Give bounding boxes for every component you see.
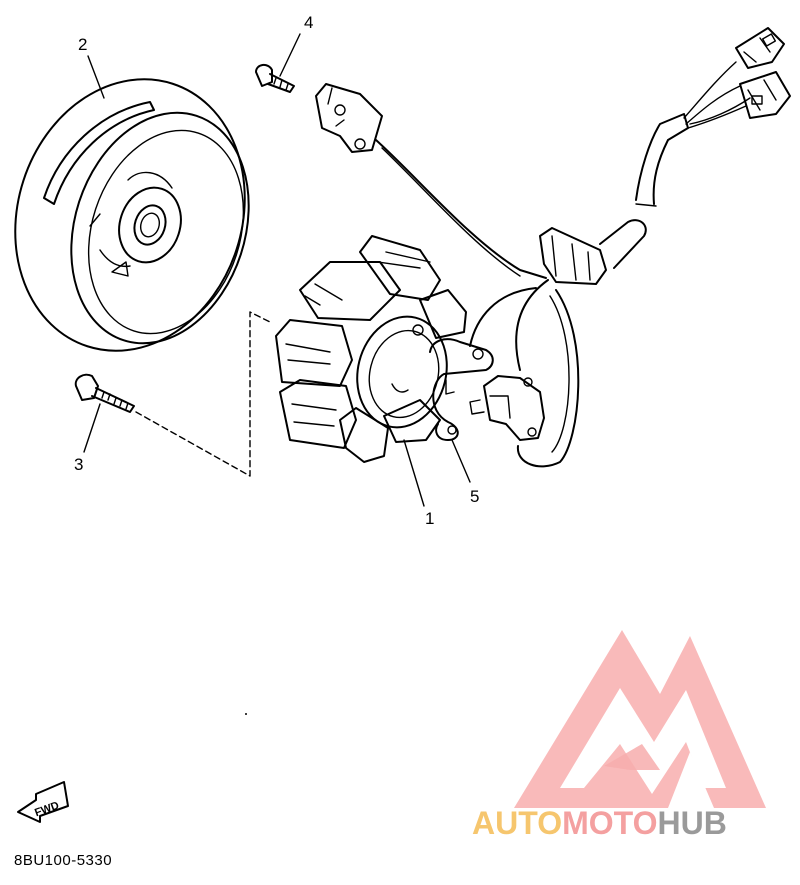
stator-bolt bbox=[255, 64, 295, 93]
rotor-screw bbox=[74, 373, 135, 413]
watermark-text: AUTOMOTOHUB bbox=[472, 805, 727, 841]
callout-2: 2 bbox=[78, 35, 87, 54]
callout-1: 1 bbox=[425, 509, 434, 528]
coupler-upper bbox=[735, 27, 785, 69]
assembly-guide-lines bbox=[135, 311, 271, 477]
pickup-coil-lower bbox=[469, 375, 545, 441]
stator-assembly bbox=[275, 235, 494, 463]
fwd-label: FWD bbox=[33, 800, 61, 820]
leader-lines bbox=[83, 33, 471, 507]
watermark-auto: AUTO bbox=[472, 805, 562, 841]
callout-4: 4 bbox=[304, 13, 313, 32]
drawing-code: 8BU100-5330 bbox=[14, 852, 113, 869]
fwd-arrow-icon: FWD bbox=[17, 781, 69, 823]
automotohub-logo bbox=[514, 630, 766, 808]
wiring-harness bbox=[375, 61, 751, 468]
coupler-lower bbox=[739, 71, 791, 119]
flywheel-rotor bbox=[14, 78, 250, 352]
pickup-coil-upper bbox=[315, 83, 383, 153]
callout-3: 3 bbox=[74, 455, 83, 474]
watermark-moto: MOTO bbox=[562, 805, 657, 841]
callout-5: 5 bbox=[470, 487, 479, 506]
watermark-hub: HUB bbox=[657, 805, 726, 841]
